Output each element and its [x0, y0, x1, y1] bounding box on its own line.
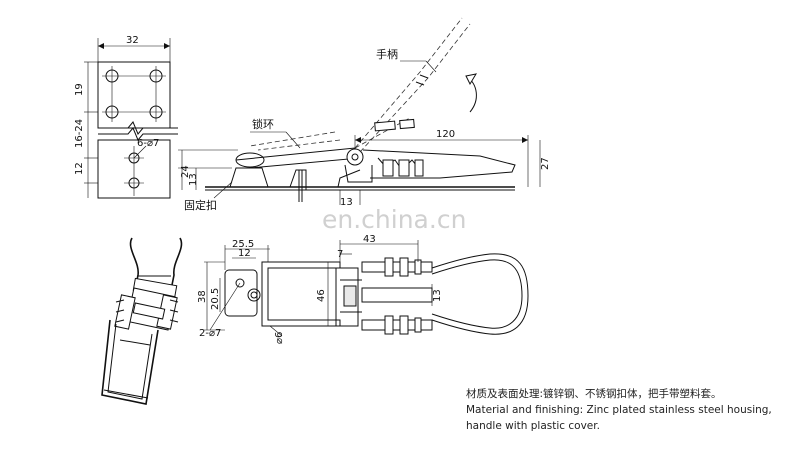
material-note-english-line1: Material and finishing: Zinc plated stai…	[466, 404, 772, 416]
dim-plan-wire: ⌀6	[274, 332, 285, 344]
label-handle: 手柄	[376, 47, 398, 61]
dim-plan-center-height: 46	[316, 289, 327, 302]
watermark: en.china.cn	[322, 205, 466, 234]
mounting-plate-view: 32 19 16-24 12 6-⌀7	[74, 35, 178, 199]
label-lock-ring: 锁环	[252, 117, 274, 131]
plan-view: 25.5 12 43 7 38 20.5 46 13 2-⌀7 ⌀6	[197, 234, 529, 344]
label-fixed-buckle: 固定扣	[184, 198, 217, 212]
dim-side-bottom: 13	[340, 197, 353, 208]
dim-plate-height: 19	[74, 83, 85, 96]
dim-plan-offset: 7	[337, 249, 343, 260]
side-view: 手柄 锁环 固定扣 120 27 24 13 13	[178, 17, 551, 212]
dim-plan-width-outer: 25.5	[232, 239, 254, 250]
dim-plan-width-inner: 12	[238, 248, 251, 259]
dim-offset-range: 16-24	[74, 119, 85, 148]
material-note-english-line2: handle with plastic cover.	[466, 420, 600, 432]
dim-side-base: 13	[188, 173, 199, 186]
dim-side-length: 120	[436, 129, 455, 140]
dim-side-height-right: 27	[540, 157, 551, 170]
dim-plan-right: 13	[432, 289, 443, 302]
dim-side-height-left: 24	[180, 165, 191, 178]
dim-top-width: 32	[126, 35, 139, 46]
dim-lower-height: 12	[74, 162, 85, 175]
dim-hole-spec: 6-⌀7	[137, 138, 159, 149]
perspective-view	[101, 237, 183, 405]
dim-plan-length: 43	[363, 234, 376, 245]
dim-plan-height-outer: 38	[197, 290, 208, 303]
dim-plan-holes: 2-⌀7	[199, 328, 221, 339]
dim-plan-height-inner: 20.5	[210, 288, 221, 310]
material-note-chinese: 材质及表面处理:镀锌钢、不锈钢扣体，把手带塑料套。	[466, 388, 722, 400]
